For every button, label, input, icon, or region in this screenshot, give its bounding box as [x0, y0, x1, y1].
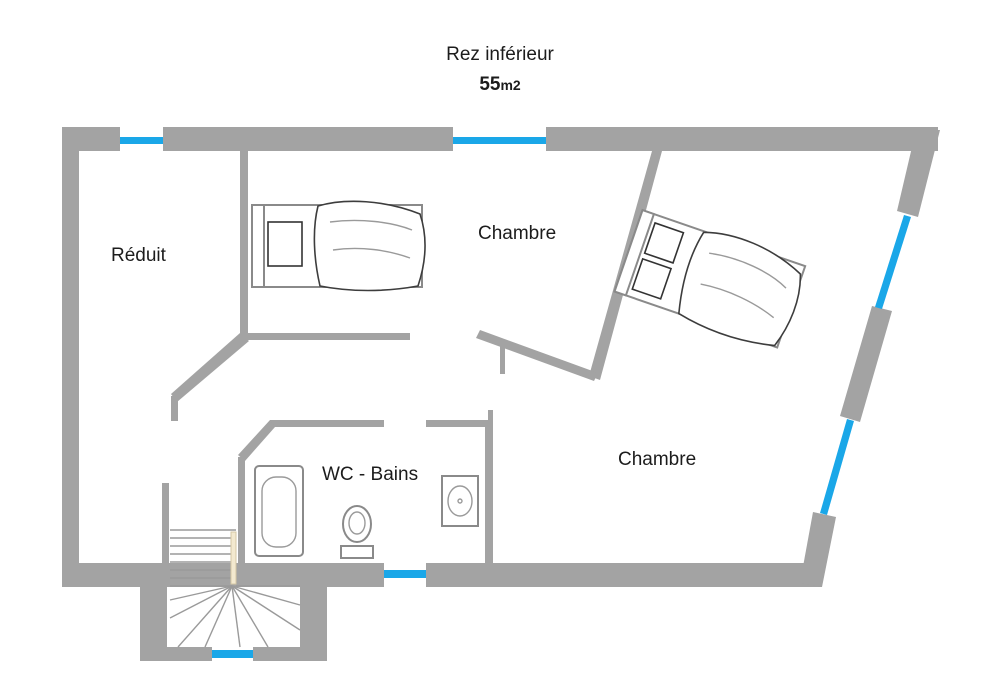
bed-left-sheet-fold: [329, 219, 413, 259]
wall-bedroom-stub: [476, 330, 598, 381]
toilet-tank: [340, 545, 374, 559]
staircase: [169, 529, 301, 648]
wall-bath-diagonal: [238, 420, 275, 461]
wall-bottom-right: [426, 563, 822, 587]
sink: [441, 475, 479, 527]
room-labels: Réduit Chambre Chambre WC - Bains: [111, 223, 696, 485]
wall-bath-top-left: [270, 420, 384, 427]
wall-stair-right: [300, 563, 327, 661]
bathtub: [254, 465, 304, 557]
window-right-lower: [820, 419, 854, 515]
stair-handrail: [230, 531, 237, 585]
window-stair: [212, 650, 253, 658]
area-value: 55: [479, 74, 501, 95]
bed-right-sheet: [677, 231, 802, 347]
wall-bath-left: [238, 457, 245, 563]
wall-door-jamb-small: [500, 344, 505, 374]
window-top-middle: [453, 137, 546, 144]
wall-right-middle-segment: [840, 306, 892, 422]
bed-right-headboard: [613, 208, 656, 297]
room-label-reduit: Réduit: [111, 245, 167, 266]
wall-top-middle: [163, 127, 453, 151]
bed-left-sheet: [313, 200, 426, 292]
bed-left: [251, 200, 426, 292]
room-label-chambre-2: Chambre: [618, 449, 696, 470]
stair-winder: [231, 585, 301, 606]
toilet-bowl: [342, 505, 372, 543]
wall-hall-horizontal: [240, 333, 410, 340]
bed-right: [613, 208, 807, 349]
plan-title: Rez inférieur: [446, 44, 554, 65]
stair-winder: [169, 585, 233, 619]
wall-right-bottom-segment: [800, 512, 836, 587]
stair-winder: [169, 585, 233, 601]
wall-bottom-middle: [162, 563, 384, 587]
room-label-wc-bains: WC - Bains: [322, 464, 418, 485]
toilet-seat: [348, 511, 366, 535]
bed-right-pillow-2: [631, 257, 673, 300]
wall-bath-right: [485, 420, 493, 563]
window-top-left: [120, 137, 163, 144]
wall-stair-bottom-left: [140, 647, 212, 661]
bed-right-pillow-1: [643, 221, 685, 264]
stair-winder: [231, 585, 301, 631]
wall-stair-left-upper: [162, 483, 169, 563]
wall-bath-top-right: [426, 420, 492, 427]
room-label-chambre-1: Chambre: [478, 223, 556, 244]
wall-right-top-segment: [897, 130, 940, 217]
wall-left: [62, 127, 79, 587]
bed-left-pillow: [267, 221, 303, 267]
stair-outline: [170, 529, 300, 587]
area-unit: m2: [500, 77, 521, 93]
wall-stair-left: [140, 563, 167, 661]
window-right-upper: [875, 215, 911, 309]
walls: [62, 127, 940, 661]
bathtub-outer: [254, 465, 304, 557]
wall-stair-bottom-right: [253, 647, 327, 661]
wall-top-right: [546, 127, 938, 151]
bed-right-sheet-fold: [700, 252, 787, 319]
wall-hall-stub: [171, 396, 178, 421]
stair-winder: [231, 585, 269, 648]
windows: [120, 137, 911, 658]
sink-drain: [457, 498, 463, 504]
toilet: [340, 505, 374, 559]
stair-winder: [177, 585, 233, 648]
sink-basin: [447, 485, 473, 517]
wall-bath-door-jamb: [488, 410, 493, 424]
bed-left-headboard: [251, 204, 265, 288]
stair-winder: [231, 585, 241, 648]
stair-winder: [204, 585, 233, 648]
wall-hall-diagonal: [171, 333, 249, 402]
bathtub-inner: [261, 476, 297, 548]
plan-area: 55m2: [0, 74, 1000, 96]
window-bottom: [384, 570, 426, 578]
wall-reduit: [240, 151, 248, 336]
